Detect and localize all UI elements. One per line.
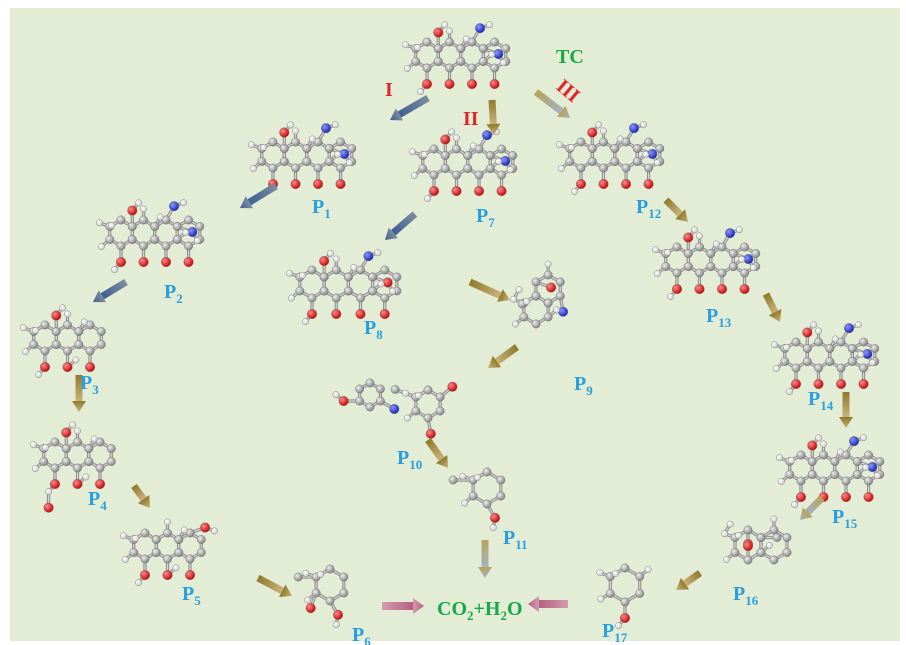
arrow-p10-to-p11 xyxy=(425,437,449,469)
arrow-p7-to-p8 xyxy=(384,211,418,241)
product-label-p13: P13 xyxy=(706,305,732,330)
product-label-p10: P10 xyxy=(397,447,422,472)
arrow-tc-to-p1 xyxy=(390,94,430,121)
arrow-p1-to-p2 xyxy=(240,183,278,209)
molecule-models xyxy=(20,21,885,630)
product-label-p12: P12 xyxy=(636,196,661,221)
product-label-p8: P8 xyxy=(364,317,383,342)
arrow-p13-to-p14 xyxy=(762,292,782,323)
arrow-p3-to-p4 xyxy=(72,375,86,412)
arrow-tc-to-p12 xyxy=(533,89,570,119)
molecule-p13 xyxy=(652,226,761,301)
molecule-p12 xyxy=(556,121,665,196)
tc-label: TC xyxy=(556,46,584,68)
molecule-p2 xyxy=(96,199,205,274)
product-label-p14: P14 xyxy=(808,388,834,413)
reaction-arrows xyxy=(72,89,853,614)
final-products-label: CO2+H2O xyxy=(437,598,523,623)
pathway-label-ii: II xyxy=(463,108,479,130)
arrow-p15-to-p16 xyxy=(800,495,825,520)
product-label-p4: P4 xyxy=(88,488,107,513)
arrow-p4-to-p5 xyxy=(131,483,151,509)
product-label-p2: P2 xyxy=(164,281,183,306)
arrow-tc-to-p7 xyxy=(486,99,501,135)
molecule-p5 xyxy=(120,518,218,587)
product-label-p11: P11 xyxy=(503,527,528,552)
product-label-p1: P1 xyxy=(312,196,331,221)
product-label-p3: P3 xyxy=(80,372,99,397)
molecule-p3 xyxy=(20,304,106,379)
product-label-p15: P15 xyxy=(832,506,858,531)
arrow-p8-to-p9 xyxy=(468,278,511,302)
product-label-p9: P9 xyxy=(574,373,593,398)
arrow-p11-to-final xyxy=(478,540,492,578)
product-label-p5: P5 xyxy=(182,583,201,608)
molecule-p4 xyxy=(30,421,116,513)
molecule-p17 xyxy=(596,563,652,630)
product-label-p17: P17 xyxy=(602,620,628,645)
molecule-tc xyxy=(402,21,511,96)
arrow-p16-to-p17 xyxy=(676,570,703,591)
product-label-p7: P7 xyxy=(476,205,495,230)
arrow-p12-to-p13 xyxy=(663,197,688,222)
molecule-p15 xyxy=(776,434,885,509)
molecule-p16 xyxy=(721,515,792,565)
diagram-background xyxy=(10,8,900,641)
molecule-p8 xyxy=(286,249,402,326)
arrow-p2-to-p3 xyxy=(92,279,128,303)
pathway-label-iii: III xyxy=(552,75,584,107)
pathway-label-i: I xyxy=(385,79,393,101)
arrow-p5-to-p6 xyxy=(256,574,293,598)
molecule-p9 xyxy=(510,260,569,329)
molecule-p11 xyxy=(448,467,506,532)
arrow-p6-to-final xyxy=(382,598,424,614)
molecule-p10 xyxy=(390,381,458,439)
molecule-p1 xyxy=(248,121,357,196)
arrow-p14-to-p15 xyxy=(839,392,853,428)
molecule-p7 xyxy=(409,128,518,203)
molecule-p10-amine xyxy=(332,378,400,415)
arrow-p17-to-final xyxy=(528,596,568,612)
product-label-p6: P6 xyxy=(352,624,371,645)
molecule-p6 xyxy=(293,564,349,629)
arrow-p9-to-p10 xyxy=(488,344,520,369)
product-label-p16: P16 xyxy=(733,583,759,608)
molecule-p14 xyxy=(771,321,880,396)
